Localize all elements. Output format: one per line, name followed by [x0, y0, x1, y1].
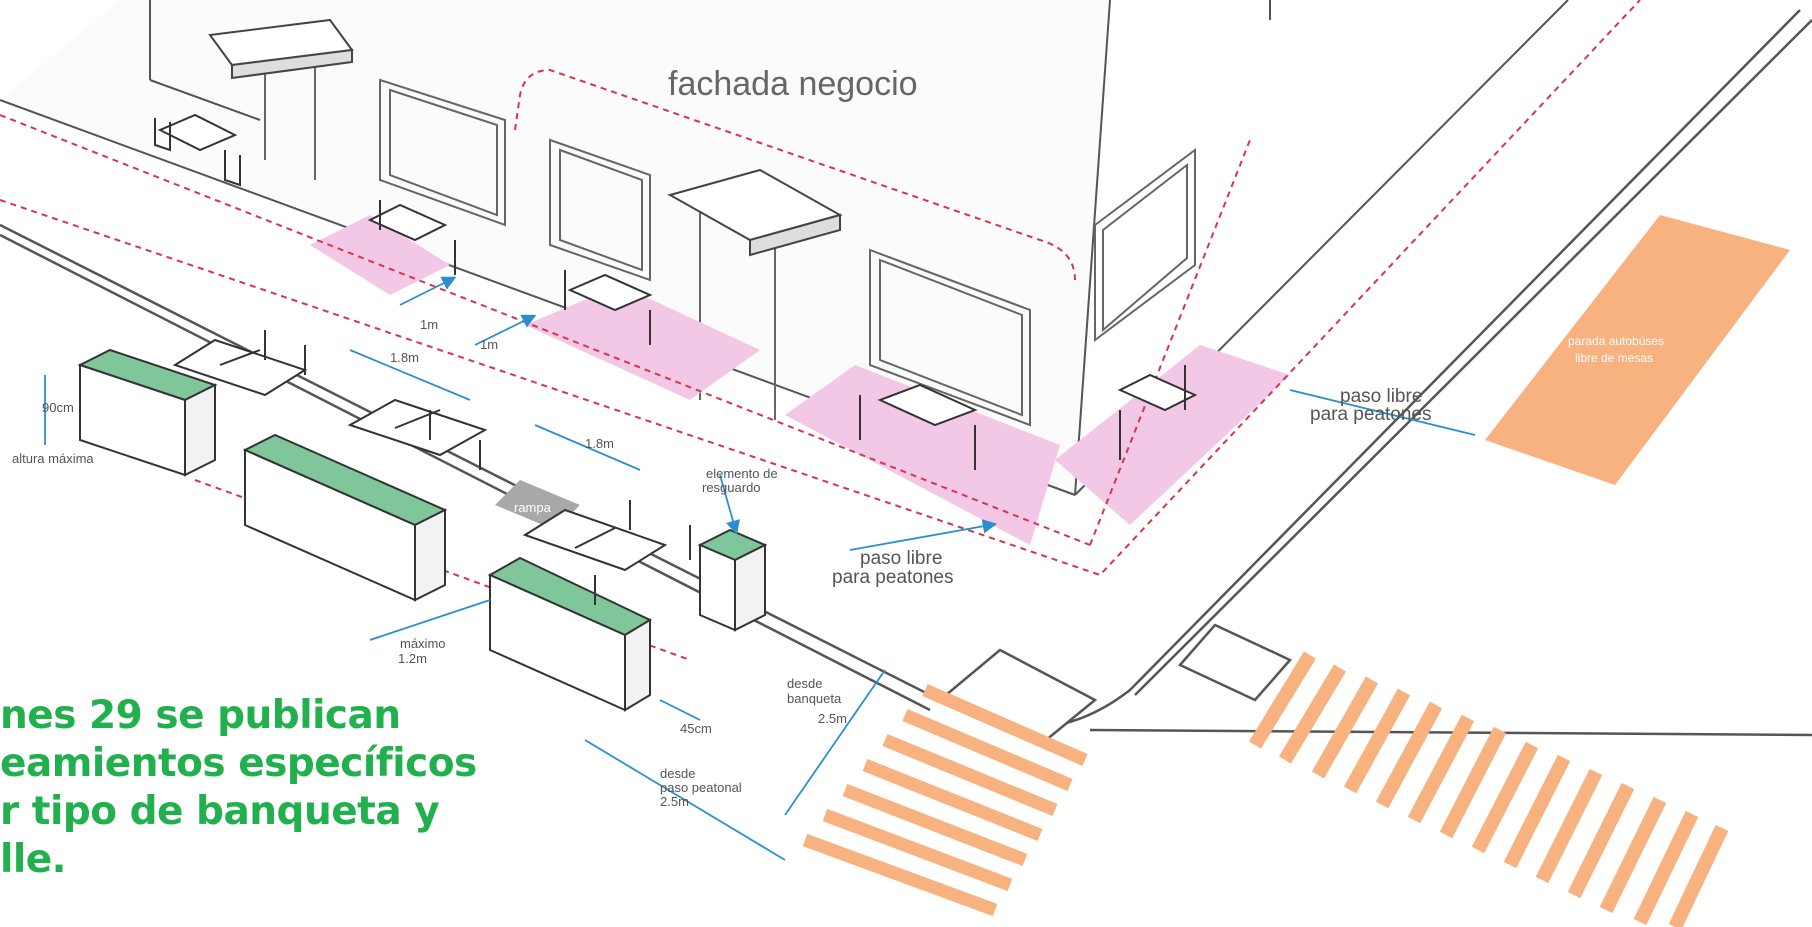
ramp-label: rampa: [514, 500, 552, 515]
crossing-label-1: desde: [660, 766, 695, 781]
max-height-label: altura máxima: [12, 451, 94, 466]
crosswalk-right: [1249, 651, 1729, 927]
free-path-label-2a: paso libre: [860, 548, 942, 569]
shelter-label-1: elemento de: [706, 466, 778, 481]
max-label-2: 1.2m: [398, 651, 427, 666]
max-label-1: máximo: [400, 636, 446, 651]
shelter-label-2: resguardo: [702, 480, 761, 495]
pink-zones: [310, 215, 1290, 545]
dim-1-8m-b: 1.8m: [585, 436, 614, 451]
crosswalk-left: [802, 684, 1088, 917]
bus-stop-label-2: libre de mesas: [1575, 351, 1653, 365]
free-path-label-1a: paso libre: [1340, 386, 1422, 407]
free-path-label-1b: para peatones: [1310, 404, 1432, 425]
dim-1m-b: 1m: [480, 337, 498, 352]
chairs: [154, 118, 1186, 605]
dim-45cm: 45cm: [680, 721, 712, 736]
awnings: [208, 18, 843, 257]
facade-label: fachada negocio: [668, 65, 918, 103]
free-path-label-2b: para peatones: [832, 567, 954, 588]
dim-1m-a: 1m: [420, 317, 438, 332]
dim-90cm: 90cm: [42, 400, 74, 415]
bus-stop-zone: parada autobúses libre de mesas: [1485, 215, 1790, 485]
tables: [157, 113, 1198, 572]
sidewalk-label-2: banqueta: [787, 691, 842, 706]
planters: [77, 348, 768, 712]
dimension-lines: [44, 276, 1476, 861]
sidewalk-label-1: desde: [787, 676, 822, 691]
crossing-label-2: paso peatonal: [660, 780, 742, 795]
streets: [0, 9, 1812, 747]
bus-stop-label-1: parada autobúses: [1568, 334, 1664, 348]
dashed-boundaries: [0, 0, 1641, 661]
sidewalk-label-3: 2.5m: [818, 711, 847, 726]
crossing-label-3: 2.5m: [660, 794, 689, 809]
caption-text: nes 29 se publican eamientos específicos…: [0, 693, 477, 882]
dim-1-8m-a: 1.8m: [390, 350, 419, 365]
